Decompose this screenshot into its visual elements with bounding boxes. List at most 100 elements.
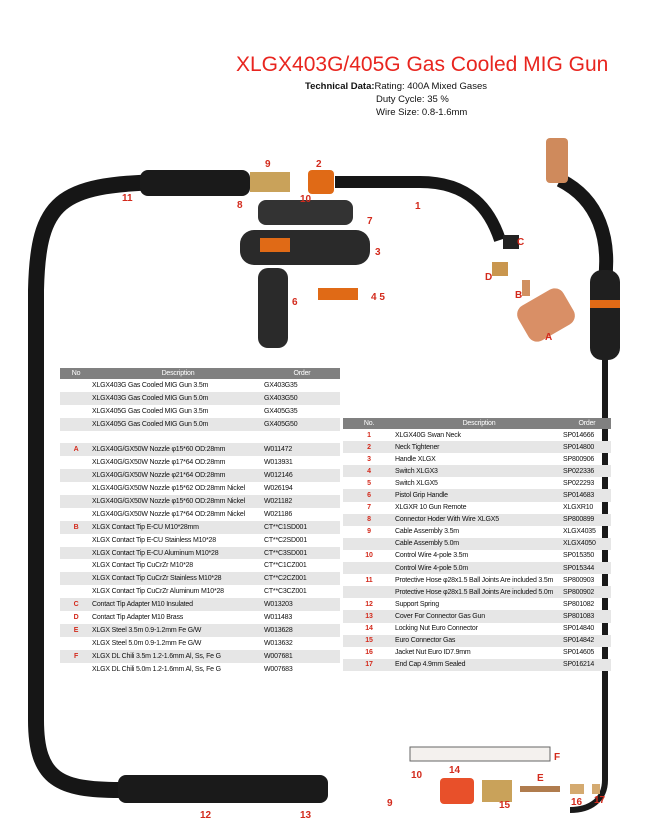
row-order: CT**C3SD001 [264, 546, 340, 560]
table-row: XLGX40G/GX50W Nozzle φ15*62 OD:28mm Nick… [60, 482, 340, 495]
handle-trigger [240, 230, 370, 265]
row-description: Neck Tightener [395, 441, 563, 454]
callout-6: 6 [292, 297, 298, 308]
row-number [60, 637, 92, 650]
row-order: SP801082 [563, 600, 595, 608]
row-description: XLGX405G Gas Cooled MIG Gun 3.5m [92, 407, 209, 415]
row-number: F [60, 649, 92, 663]
callout-e: E [537, 773, 544, 784]
row-number: 5 [367, 479, 371, 487]
row-order: GX405G50 [264, 417, 340, 431]
row-number: 10 [365, 552, 373, 560]
row-order: SP800902 [563, 586, 611, 599]
swan-neck [335, 176, 506, 242]
row-description: Euro Connector Gas [395, 634, 563, 647]
row-description: XLGX40G/GX50W Nozzle φ17*64 OD:28mm Nick… [92, 510, 245, 518]
locking-nut-14 [440, 778, 474, 804]
callout-17: 17 [594, 795, 606, 806]
nozzle-a [517, 288, 575, 342]
callout-7: 7 [367, 216, 373, 227]
callout-14: 14 [449, 765, 461, 776]
table-row: Protective Hose φ28x1.5 Ball Joints Are … [343, 586, 611, 599]
assembled-handle-ring [590, 300, 620, 308]
assembled-handle [590, 270, 620, 360]
row-description: Protective Hose φ28x1.5 Ball Joints Are … [395, 586, 563, 599]
callout-13: 13 [300, 810, 312, 821]
col-no: No. [343, 418, 395, 429]
row-order: SP014800 [563, 441, 611, 454]
row-description: XLGX40G Swan Neck [395, 431, 461, 439]
row-description: XLGX Contact Tip CuCrZr Aluminum M10*28 [92, 588, 224, 596]
row-order: SP014842 [563, 634, 611, 647]
row-number [60, 546, 92, 560]
col-order: Order [563, 418, 611, 429]
row-description: XLGX Contact Tip E-CU M10*28mm [92, 520, 264, 534]
row-order: GX403G50 [264, 391, 340, 405]
row-description: Switch XLGX3 [395, 465, 563, 478]
technical-data: Technical Data:Rating: 400A Mixed Gases … [305, 80, 487, 119]
row-description: XLGX40G/GX50W Nozzle φ17*64 OD:28mm [92, 459, 226, 467]
row-order: W011483 [264, 613, 293, 621]
row-order: W012146 [264, 469, 340, 483]
row-order: W007683 [264, 665, 293, 673]
row-description: Control Wire 4-pole 5.0m [395, 562, 563, 575]
row-order: W013632 [264, 639, 293, 647]
row-number: 3 [367, 455, 371, 463]
row-number [60, 417, 92, 431]
callout-9: 9 [265, 159, 271, 170]
table-row: XLGX40G/GX50W Nozzle φ17*64 OD:28mm Nick… [60, 508, 340, 521]
euro-connector-15 [482, 780, 512, 802]
callout-f: F [554, 752, 561, 763]
row-order: CT**C2CZ001 [264, 572, 340, 586]
callout-16: 16 [571, 797, 583, 808]
row-description: XLGX DL Chili 5.0m 1.2-1.6mm Al, Ss, Fe … [92, 665, 221, 673]
row-description: XLGX40G/GX50W Nozzle φ15*60 OD:28mm [92, 443, 264, 457]
row-order: SP015350 [563, 552, 595, 560]
row-description: XLGX Contact Tip CuCrZr Stainless M10*28 [92, 572, 264, 586]
row-description: Locking Nut Euro Connector [395, 625, 478, 633]
row-description: Connector Hoder With Wire XLGX5 [395, 513, 563, 526]
adapter-c [503, 235, 519, 249]
row-number: 6 [343, 489, 395, 502]
row-number [60, 379, 92, 392]
row-order: W007681 [264, 649, 340, 663]
row-order: CT**C2SD001 [264, 536, 307, 544]
callout-3: 3 [375, 247, 381, 258]
row-order: GX403G35 [264, 381, 298, 389]
row-description: Protective Hose φ28x1.5 Ball Joints Are … [395, 576, 554, 584]
callout-4-5: 4 5 [371, 292, 385, 303]
duty-cycle: Duty Cycle: 35 % [376, 94, 449, 105]
row-number [343, 562, 395, 575]
row-number: 2 [343, 441, 395, 454]
row-number: 8 [343, 513, 395, 526]
row-description: XLGX DL Chili 3.5m 1.2-1.6mm Al, Ss, Fe … [92, 649, 264, 663]
callout-11: 11 [122, 193, 133, 204]
row-description: XLGX40G/GX50W Nozzle φ15*60 OD:28mm Nick… [92, 495, 264, 508]
row-order: SP022293 [563, 479, 595, 487]
callout-a: A [545, 332, 553, 343]
pistol-grip [258, 268, 288, 348]
row-number: 12 [365, 600, 373, 608]
